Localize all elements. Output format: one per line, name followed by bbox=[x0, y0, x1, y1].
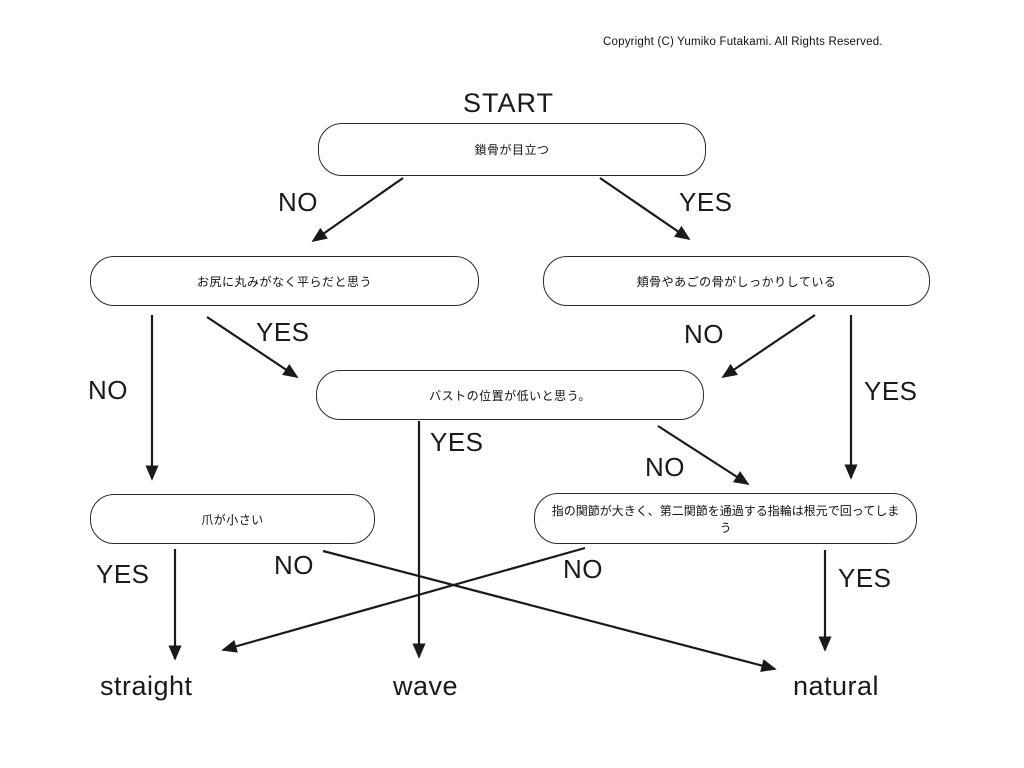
edge-q1-yes-arrow bbox=[599, 177, 691, 240]
edge-label-q5-no: NO bbox=[274, 550, 314, 580]
edge-label-q5-yes: YES bbox=[96, 559, 150, 589]
flow-node-q1-collarbone: 鎖骨が目立つ bbox=[318, 123, 706, 176]
edge-q3-no-arrow bbox=[721, 314, 816, 378]
flow-node-q2-hips-flat: お尻に丸みがなく平らだと思う bbox=[90, 256, 479, 306]
edge-q5-no-arrow bbox=[322, 549, 777, 672]
edge-label-q2-no: NO bbox=[88, 375, 128, 405]
flow-node-q6-finger-joints: 指の関節が大きく、第二関節を通過する指輪は根元で回ってしまう bbox=[534, 493, 917, 544]
result-label-straight: straight bbox=[100, 671, 193, 701]
edge-label-q3-yes: YES bbox=[864, 376, 918, 406]
edge-label-q1-yes: YES bbox=[679, 187, 733, 217]
edge-label-q6-yes: YES bbox=[838, 563, 892, 593]
result-label-wave: wave bbox=[393, 671, 459, 701]
edge-label-q4-no: NO bbox=[645, 452, 685, 482]
flow-node-q4-bust-position: バストの位置が低いと思う。 bbox=[316, 370, 704, 420]
start-label: START bbox=[463, 88, 555, 118]
edge-label-q1-no: NO bbox=[278, 187, 318, 217]
edge-label-q6-no: NO bbox=[563, 554, 603, 584]
edge-label-q3-no: NO bbox=[684, 319, 724, 349]
edge-label-q2-yes: YES bbox=[256, 317, 310, 347]
edge-q1-no-arrow bbox=[311, 177, 404, 243]
copyright-text: Copyright (C) Yumiko Futakami. All Right… bbox=[603, 36, 883, 48]
result-label-natural: natural bbox=[793, 671, 880, 701]
flow-node-q5-small-nails: 爪が小さい bbox=[90, 494, 375, 544]
edge-label-q4-yes: YES bbox=[430, 427, 484, 457]
flow-node-q3-cheekbones: 頬骨やあごの骨がしっかりしている bbox=[543, 256, 930, 306]
